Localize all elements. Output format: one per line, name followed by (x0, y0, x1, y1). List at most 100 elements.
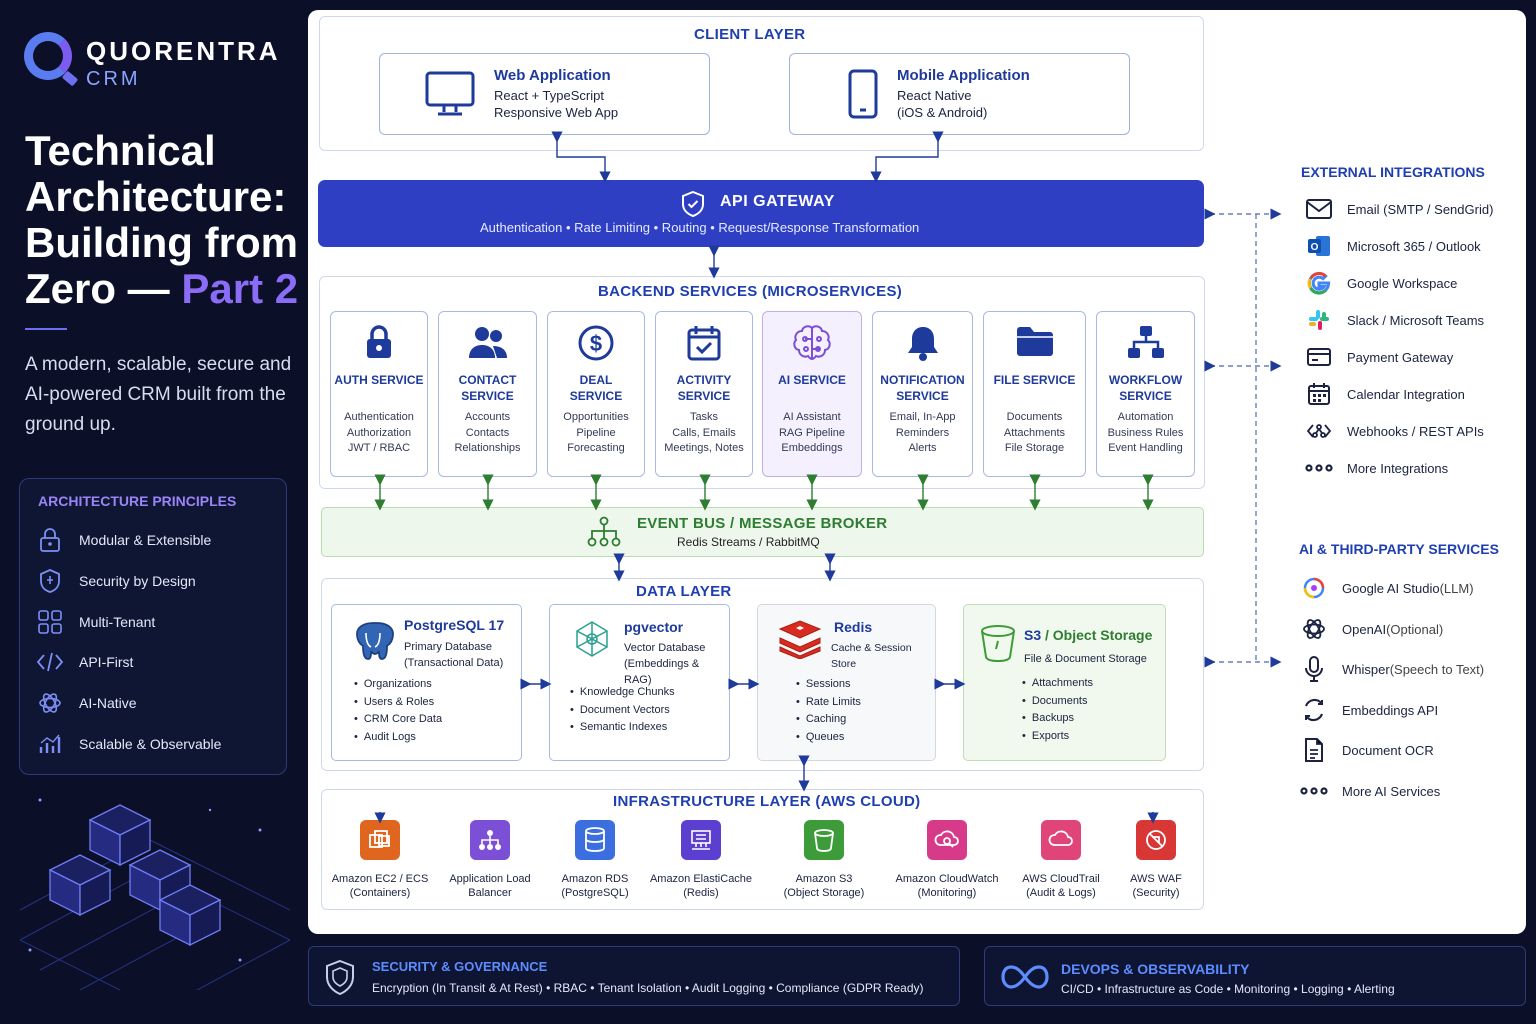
infra-label: AWS CloudTrail (1022, 873, 1100, 885)
list-item: Semantic Indexes (570, 721, 675, 739)
api-gateway (318, 180, 1204, 247)
pgvector-list: Knowledge Chunks Document Vectors Semant… (570, 686, 675, 739)
shield-icon (323, 959, 357, 997)
brain-icon (763, 324, 861, 362)
devops-items: CI/CD • Infrastructure as Code • Monitor… (1061, 982, 1395, 996)
service-detail: Forecasting (567, 442, 625, 454)
isometric-cubes-illustration (20, 798, 290, 990)
mobile-app-card (789, 53, 1130, 135)
service-detail: Pipeline (576, 426, 616, 439)
ai-service-label: Document OCR (1342, 742, 1434, 758)
integration-label: Calendar Integration (1347, 386, 1465, 402)
security-title: SECURITY & GOVERNANCE (372, 959, 548, 974)
ai-service-item[interactable]: Whisper (Speech to Text) (1300, 655, 1484, 683)
mic-icon (1300, 655, 1328, 683)
slack-icon (1305, 306, 1333, 334)
infra-item: Amazon CloudWatch (Monitoring) (892, 820, 1002, 900)
service-name: AUTH SERVICE (334, 373, 424, 387)
event-bus-sub: Redis Streams / RabbitMQ (677, 535, 820, 549)
service-detail: Accounts (464, 411, 511, 423)
ai-service-label: Embeddings API (1342, 702, 1439, 718)
ai-service-item[interactable]: More AI Services (1300, 777, 1440, 805)
list-item: Rate Limits (796, 696, 861, 714)
integration-item[interactable]: Google Workspace (1305, 269, 1457, 297)
integration-label: More Integrations (1347, 460, 1449, 476)
service-detail: Documents (1006, 411, 1063, 423)
ai-service-item[interactable]: Embeddings API (1300, 696, 1438, 724)
service-detail: JWT / RBAC (347, 442, 411, 454)
principles-panel: ARCHITECTURE PRINCIPLES Modular & Extens… (19, 478, 287, 775)
infra-sublabel: (Audit & Logs) (1026, 887, 1096, 899)
infra-sublabel: (Containers) (349, 887, 411, 899)
postgres-desc: Primary Database (404, 641, 493, 653)
lock-icon (36, 526, 64, 554)
integration-label: Webhooks / REST APIs (1347, 423, 1484, 439)
infra-label: Amazon EC2 / ECS (331, 873, 429, 885)
web-app-card (379, 53, 710, 135)
ocr-icon (1300, 736, 1328, 764)
integration-item[interactable]: Calendar Integration (1305, 380, 1465, 408)
api-gateway-title: API GATEWAY (720, 193, 835, 210)
integration-item[interactable]: Webhooks / REST APIs (1305, 417, 1484, 445)
ec2-icon (360, 820, 400, 860)
svg-text:O: O (1311, 242, 1319, 253)
list-item: Sessions (796, 678, 861, 696)
openai-icon (36, 689, 64, 717)
integration-item[interactable]: Email (SMTP / SendGrid) (1305, 195, 1493, 223)
list-item: Queues (796, 731, 861, 749)
s3-store: S3 / Object Storage File & Document Stor… (963, 604, 1166, 761)
mobile-app-title: Mobile Application (897, 67, 1030, 84)
monitor-icon (424, 70, 476, 118)
redis-title: Redis (834, 619, 873, 635)
list-item: Exports (1022, 730, 1093, 748)
ai-service-item[interactable]: Google AI Studio (LLM) (1300, 574, 1474, 602)
integration-item[interactable]: Slack / Microsoft Teams (1305, 306, 1484, 334)
infra-label: Amazon CloudWatch (895, 873, 999, 885)
integration-item[interactable]: More Integrations (1305, 454, 1448, 482)
infra-sublabel: (Redis) (683, 887, 719, 899)
list-item: Attachments (1022, 677, 1093, 695)
list-item: Users & Roles (354, 696, 442, 714)
list-item: Documents (1022, 695, 1093, 713)
chart-icon (36, 730, 64, 758)
web-app-line: React + TypeScript (494, 88, 604, 103)
service-detail: Opportunities (563, 411, 629, 423)
postgres-icon (352, 619, 394, 663)
mobile-app-line: (iOS & Android) (897, 105, 988, 120)
list-item: Backups (1022, 712, 1093, 730)
redis-icon (778, 619, 822, 659)
ai-service-item[interactable]: OpenAI (Optional) (1300, 615, 1443, 643)
service-detail: Event Handling (1108, 442, 1183, 454)
tenant-icon (36, 608, 64, 636)
service-detail: Automation (1117, 411, 1174, 423)
ai-service-item[interactable]: Document OCR (1300, 736, 1434, 764)
principle-item: AI-Native (36, 688, 137, 718)
event-bus-title: EVENT BUS / MESSAGE BROKER (637, 515, 888, 532)
more-icon (1300, 777, 1328, 805)
postgres-store: PostgreSQL 17 Primary Database (Transact… (331, 604, 522, 761)
ai-service-label: OpenAI (1342, 621, 1387, 637)
integration-item[interactable]: Payment Gateway (1305, 343, 1453, 371)
service-detail: Calls, Emails (672, 426, 736, 439)
devops-title: DEVOPS & OBSERVABILITY (1061, 961, 1250, 977)
infra-sublabel: (Monitoring) (917, 887, 977, 899)
infra-label: Amazon ElastiCache (649, 873, 753, 885)
cloudwatch-icon (927, 820, 967, 860)
web-app-title: Web Application (494, 67, 611, 84)
ai-service-note: (LLM) (1439, 580, 1474, 596)
ai-services-panel: AI & THIRD-PARTY SERVICES Google AI Stud… (1283, 528, 1518, 817)
infra-sublabel: Balancer (468, 887, 512, 899)
ai-service-label: More AI Services (1342, 783, 1441, 799)
infra-label: Amazon S3 (795, 873, 853, 885)
integration-label: Email (SMTP / SendGrid) (1347, 201, 1494, 217)
shield-icon (36, 567, 64, 595)
infra-label: AWS WAF (1130, 873, 1182, 885)
